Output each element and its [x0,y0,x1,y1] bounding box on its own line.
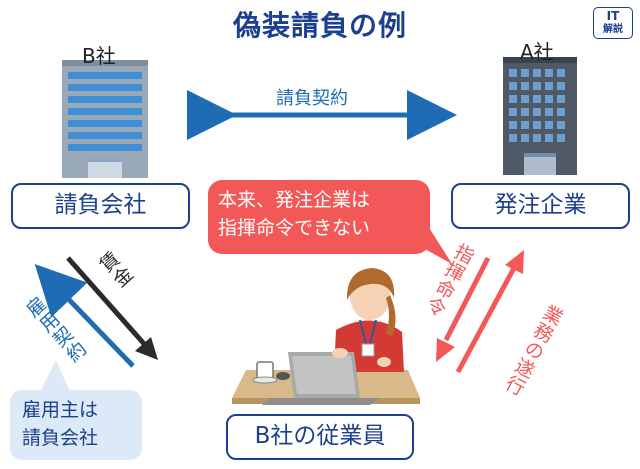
employee-box: B社の従業員 [226,414,414,460]
building-a-icon [503,57,577,175]
wages-arrow [66,256,148,348]
command-arrowhead [436,338,455,362]
command-arrow [443,256,491,342]
employer-bubble-line2: 請負会社 [22,427,99,449]
contractor-box: 請負会社 [11,183,190,229]
employer-speech-bubble: 雇用主は 請負会社 [10,390,142,460]
badge-line2: 解説 [603,24,623,35]
contract-arrow-label: 請負契約 [276,88,348,109]
building-b-label: B社 [82,44,116,68]
employer-bubble-line1: 雇用主は [22,399,99,421]
red-speech-bubble: 本来、発注企業は 指揮命令できない [208,180,430,254]
page-title: 偽装請負の例 [232,9,407,42]
work-arrowhead [505,250,524,274]
work-arrow [455,266,517,374]
red-bubble-line2: 指揮命令できない [218,217,371,239]
client-box: 発注企業 [451,183,630,229]
it-explainer-badge: IT 解説 [593,7,633,39]
building-a-label: A社 [520,40,554,64]
building-b-icon [62,60,148,178]
badge-line1: IT [606,9,620,23]
red-bubble-line1: 本来、発注企業は [218,189,371,211]
wages-arrowhead [135,337,158,360]
employer-bubble-tail [40,360,70,392]
employee-illustration [232,268,420,405]
employment-arrow [34,264,135,368]
